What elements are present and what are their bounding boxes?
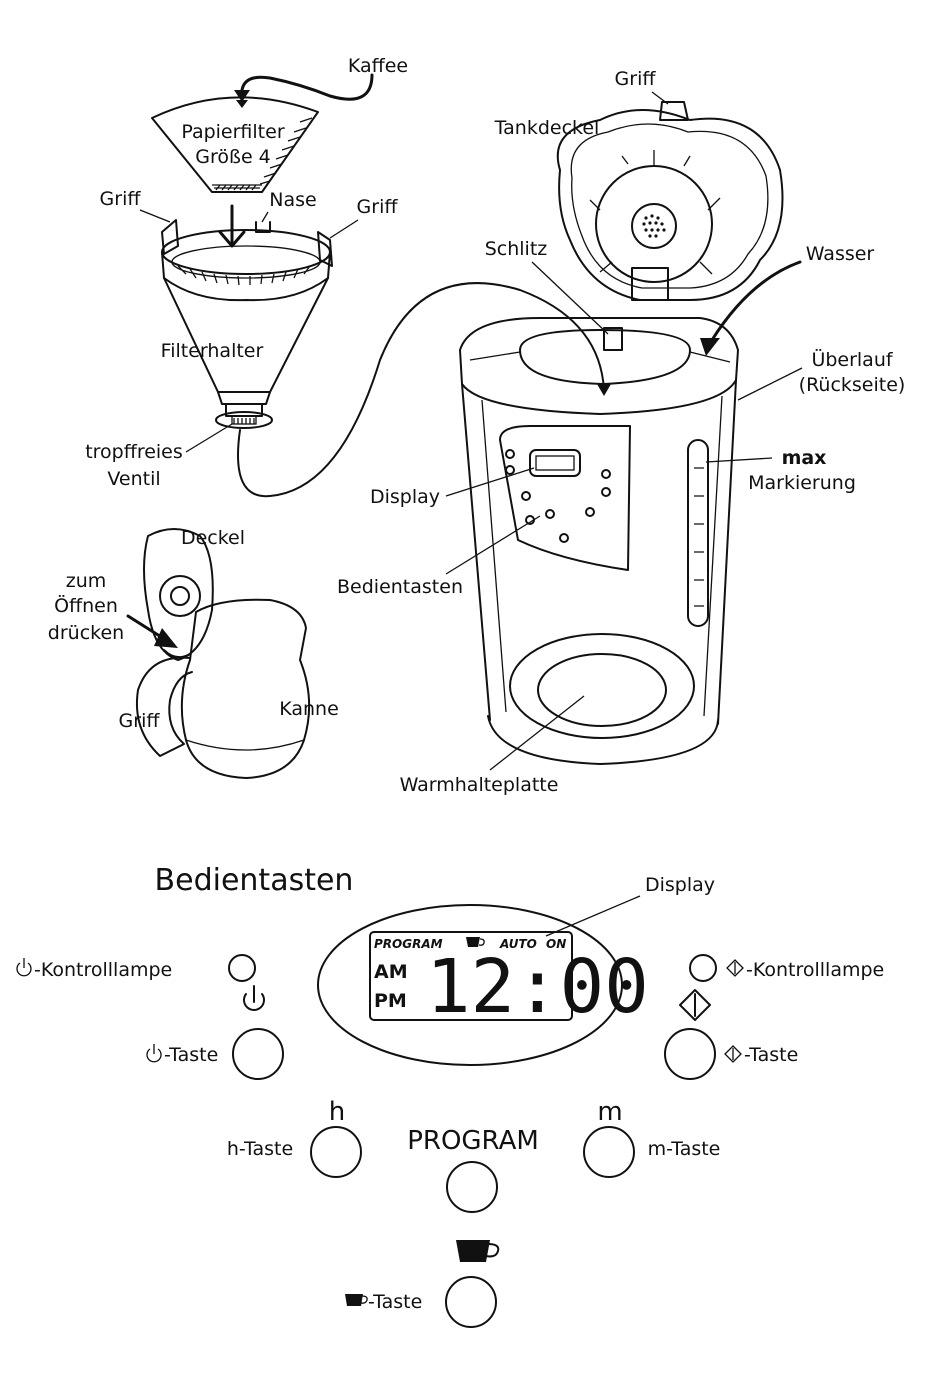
display-label: Display [370, 486, 440, 508]
max-label: max [782, 447, 827, 469]
power-lamp-label-group: -Kontrolllampe [16, 958, 172, 981]
lcd-pm: PM [374, 990, 407, 1012]
lcd-auto: AUTO [499, 937, 537, 951]
cup-button-label: -Taste [368, 1291, 422, 1313]
griff-right-label: Griff [357, 196, 399, 218]
power-icon [146, 1044, 162, 1063]
h-symbol: h [329, 1097, 345, 1127]
kaffee-leader [240, 73, 374, 101]
kanne-label: Kanne [279, 698, 339, 720]
program-label: PROGRAM [407, 1126, 539, 1156]
panel-title: Bedientasten [155, 863, 354, 898]
deckel-label: Deckel [181, 527, 245, 549]
timer-lamp-label: -Kontrolllampe [746, 959, 884, 981]
griff-kanne-label: Griff [119, 710, 161, 732]
cup-icon [345, 1294, 368, 1306]
power-button-label: -Taste [164, 1044, 218, 1066]
ueberlauf-label-1: Überlauf [811, 348, 893, 371]
filterhalter-label: Filterhalter [161, 340, 264, 362]
griff-top-label: Griff [615, 68, 657, 90]
lcd-time: 12:00 [426, 944, 649, 1030]
lcd-am: AM [374, 961, 408, 983]
timer-symbol-icon [679, 989, 711, 1021]
filter-placement-line [237, 282, 605, 498]
timer-icon [724, 1045, 742, 1063]
ventil-label-2: Ventil [107, 468, 160, 490]
timer-icon [726, 959, 744, 977]
wasser-arrow [710, 260, 802, 342]
carafe [136, 528, 311, 779]
warmhalteplatte-label: Warmhalteplatte [400, 774, 559, 796]
cup-button[interactable] [445, 1276, 497, 1328]
m-symbol: m [597, 1097, 622, 1127]
timer-button-label: -Taste [744, 1044, 798, 1066]
groesse-label: Größe 4 [195, 146, 271, 168]
wasser-label: Wasser [806, 243, 875, 265]
lcd-cup-icon [466, 937, 485, 947]
power-icon [16, 958, 32, 977]
h-button-label: h-Taste [227, 1138, 293, 1160]
timer-lamp [689, 954, 717, 982]
filter-holder [161, 219, 333, 429]
power-button[interactable] [232, 1028, 284, 1080]
program-button[interactable] [446, 1161, 498, 1213]
timer-button-label-group: -Taste [724, 1044, 798, 1066]
ueberlauf-label-2: (Rückseite) [799, 374, 906, 396]
schlitz-label: Schlitz [485, 238, 548, 260]
timer-lamp-label-group: -Kontrolllampe [726, 959, 884, 981]
markierung-label: Markierung [748, 472, 856, 494]
lcd-on: ON [546, 937, 566, 951]
cup-button-label-group: -Taste [345, 1291, 422, 1313]
nase-label: Nase [269, 189, 316, 211]
power-lamp-label: -Kontrolllampe [34, 959, 172, 981]
wasser-arrow-icon [700, 338, 720, 356]
filter-down-arrow-icon [218, 204, 246, 248]
kaffee-label: Kaffee [348, 55, 408, 77]
m-button[interactable] [583, 1126, 635, 1178]
ventil-label-1: tropffreies [85, 441, 183, 463]
h-button[interactable] [310, 1126, 362, 1178]
paper-filter [151, 96, 319, 193]
tank-lid [556, 101, 784, 301]
oeffnen-arrow-icon [154, 628, 178, 648]
panel-display [317, 904, 623, 1066]
power-lamp [228, 954, 256, 982]
cup-symbol-icon [456, 1240, 500, 1262]
coffee-machine-body [459, 317, 739, 765]
oeffnen-label-2: Öffnen [54, 594, 118, 617]
kaffee-arrow-icon [234, 90, 250, 102]
oeffnen-label-3: drücken [48, 622, 124, 644]
lcd-program: PROGRAM [374, 937, 443, 951]
timer-button[interactable] [664, 1028, 716, 1080]
oeffnen-label-1: zum [66, 570, 107, 592]
tankdeckel-label: Tankdeckel [494, 117, 600, 139]
papierfilter-label: Papierfilter [181, 121, 284, 143]
bedientasten-label: Bedientasten [337, 576, 463, 598]
power-button-label-group: -Taste [146, 1044, 218, 1066]
power-symbol-icon [243, 985, 265, 1011]
m-button-label: m-Taste [648, 1138, 721, 1160]
panel-display-label: Display [645, 874, 715, 896]
griff-left-label: Griff [100, 188, 142, 210]
